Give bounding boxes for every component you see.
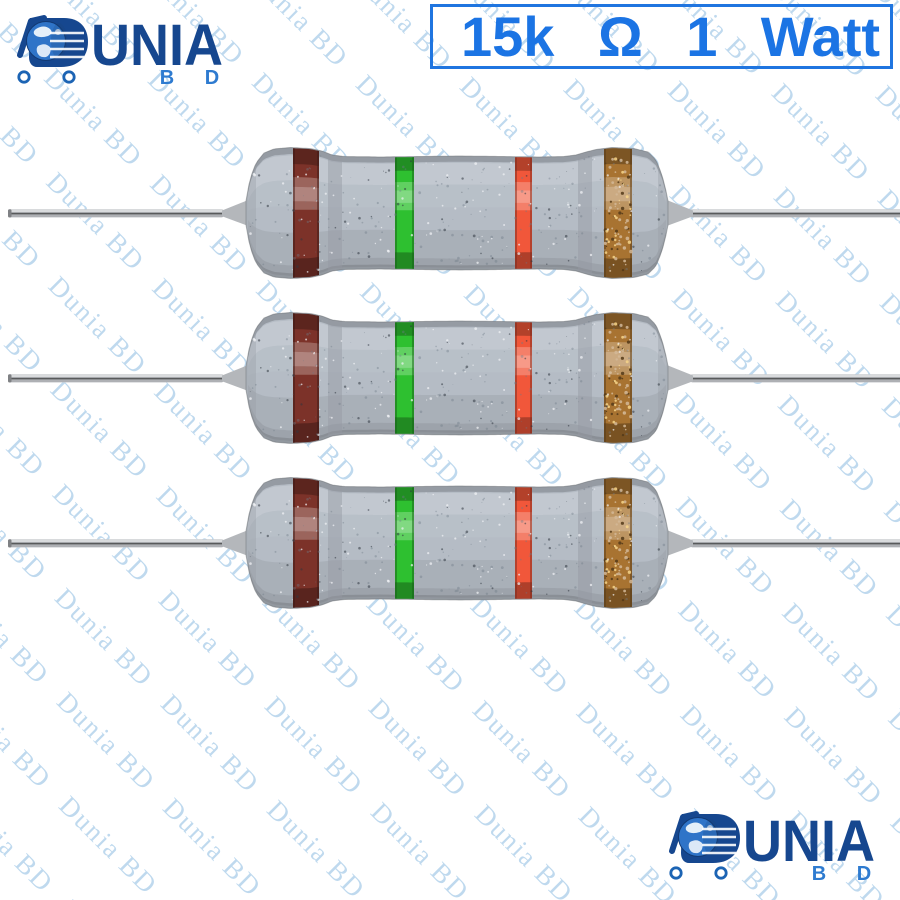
watermark-text: Dunia BD	[0, 684, 58, 795]
watermark-text: Dunia BD	[469, 798, 580, 900]
band-brown	[293, 478, 319, 608]
brand-suffix-letter: D	[205, 67, 219, 88]
watermark-text: Dunia BD	[55, 894, 165, 900]
watermark-text: Dunia BD	[884, 807, 900, 900]
watermark-text: Dunia BD	[882, 703, 900, 813]
brand-name-text: UNIA	[743, 809, 875, 874]
watermark-text: Dunia BD	[570, 696, 682, 808]
brand-suffix-letter: B	[160, 67, 174, 88]
watermark-text: Dunia BD	[0, 787, 60, 899]
cart-wheel-icon	[714, 866, 728, 880]
cart-wheel-icon	[669, 866, 683, 880]
band-green	[395, 487, 414, 599]
watermark-text: Dunia BD	[363, 692, 474, 804]
brand-suffix-letter: B	[812, 863, 826, 884]
watermark-text: Dunia BD	[466, 694, 578, 806]
brand-name-text: UNIA	[91, 13, 223, 78]
watermark-text: Dunia BD	[155, 688, 266, 799]
spec-title-box: 15k Ω 1 Watt	[430, 4, 893, 69]
band-gold	[603, 313, 633, 443]
resistor-photo-3	[8, 476, 900, 610]
watermark-text: Dunia BD	[778, 701, 890, 812]
cart-wheel-icon	[62, 70, 76, 84]
spec-wattage-unit: Watt	[760, 4, 880, 68]
band-orange-red	[515, 322, 532, 434]
resistor-photo-2	[8, 311, 900, 445]
spec-wattage-number: 1	[686, 4, 718, 68]
band-brown	[293, 148, 319, 278]
resistor-photo-1	[8, 146, 900, 280]
watermark-text: Dunia BD	[261, 794, 372, 900]
band-gold	[603, 148, 633, 278]
watermark-text: Dunia BD	[674, 698, 786, 810]
band-green	[395, 157, 414, 269]
band-brown	[293, 313, 319, 443]
watermark-text: Dunia BD	[259, 690, 370, 801]
band-gold	[603, 478, 633, 608]
watermark-text: Dunia BD	[244, 0, 355, 74]
cart-wheel-icon	[17, 70, 31, 84]
watermark-text: Dunia BD	[51, 686, 162, 797]
watermark-text: Dunia BD	[365, 796, 476, 900]
band-green	[395, 322, 414, 434]
brand-suffix-letter: D	[857, 863, 871, 884]
spec-resistance-value: 15k	[461, 4, 555, 68]
watermark-text: Dunia BD	[159, 896, 269, 900]
watermark-text: Dunia BD	[53, 790, 164, 900]
spec-ohm-symbol: Ω	[597, 4, 643, 68]
watermark-text: Dunia BD	[157, 792, 268, 900]
band-orange-red	[515, 157, 532, 269]
band-orange-red	[515, 487, 532, 599]
